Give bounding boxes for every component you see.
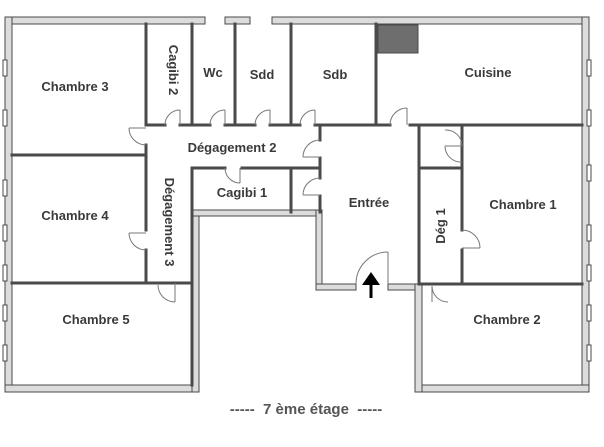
room-cuisine: Cuisine bbox=[465, 65, 512, 80]
chimney-block bbox=[377, 24, 419, 54]
windows bbox=[2, 59, 592, 362]
door-swings bbox=[128, 107, 481, 303]
room-cagibi-1: Cagibi 1 bbox=[217, 185, 268, 200]
room-chambre-4: Chambre 4 bbox=[41, 208, 109, 223]
room-wc: Wc bbox=[203, 65, 223, 80]
room-chambre-5: Chambre 5 bbox=[62, 312, 129, 327]
room-cagibi-2: Cagibi 2 bbox=[166, 45, 181, 96]
room-labels: Chambre 3 Cagibi 2 Wc Sdd Sdb Cuisine Dé… bbox=[41, 45, 556, 327]
room-chambre-1: Chambre 1 bbox=[489, 197, 556, 212]
room-sdb: Sdb bbox=[323, 67, 348, 82]
room-chambre-3: Chambre 3 bbox=[41, 79, 108, 94]
room-sdd: Sdd bbox=[250, 67, 275, 82]
entry-arrow bbox=[362, 272, 380, 298]
outer-walls bbox=[4, 16, 590, 393]
room-degagement-3: Dégagement 3 bbox=[162, 178, 177, 267]
room-chambre-2: Chambre 2 bbox=[473, 312, 540, 327]
floor-caption: ----- 7 ème étage ----- bbox=[230, 401, 383, 418]
room-degagement-2: Dégagement 2 bbox=[188, 140, 277, 155]
room-deg-1: Dég 1 bbox=[433, 208, 448, 243]
room-entree: Entrée bbox=[349, 195, 389, 210]
